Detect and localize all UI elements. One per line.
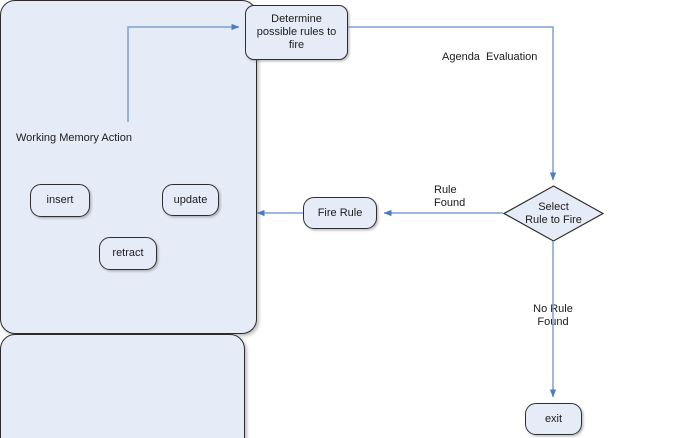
container-agenda-evaluation-label: Agenda Evaluation <box>442 51 538 63</box>
container-working-memory-action-label: Working Memory Action <box>16 132 132 144</box>
edge-label-rule-found: Rule Found <box>434 184 466 209</box>
node-select-rule-to-fire-label: Select Rule to Fire <box>525 200 582 226</box>
node-update[interactable]: update <box>162 184 219 216</box>
container-agenda-evaluation[interactable] <box>0 0 257 334</box>
edge-label-no-rule-found: No Rule Found <box>533 303 573 328</box>
node-fire-rule[interactable]: Fire Rule <box>303 197 377 229</box>
container-working-memory-action[interactable] <box>0 334 245 438</box>
node-select-rule-to-fire[interactable]: Select Rule to Fire <box>503 185 604 242</box>
node-determine-possible-rules[interactable]: Determine possible rules to fire <box>245 5 348 60</box>
node-exit[interactable]: exit <box>525 403 582 435</box>
node-insert[interactable]: insert <box>30 184 90 217</box>
node-retract[interactable]: retract <box>99 237 157 270</box>
